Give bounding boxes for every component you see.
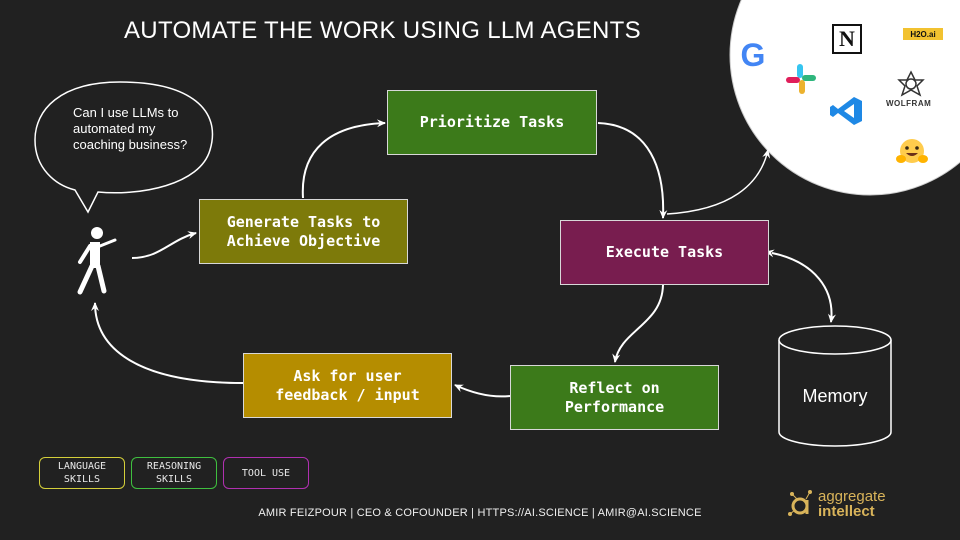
arrow-reflect-to-feedback xyxy=(454,384,511,398)
user-figure-icon xyxy=(77,227,117,295)
step-prioritize-tasks: Prioritize Tasks xyxy=(387,90,597,155)
memory-label: Memory xyxy=(802,386,868,406)
google-icon: G xyxy=(740,36,766,73)
legend-reasoning-skills: REASONING SKILLS xyxy=(131,457,217,489)
page-title: AUTOMATE THE WORK USING LLM AGENTS xyxy=(124,17,641,44)
arrow-prioritize-to-execute xyxy=(597,122,668,219)
slack-icon xyxy=(786,64,816,94)
arrow-execute-to-reflect xyxy=(612,284,664,363)
hugging-face-icon xyxy=(896,139,928,163)
legend-language-skills: LANGUAGE SKILLS xyxy=(39,457,125,489)
brand-name-line2: intellect xyxy=(818,503,875,520)
h2o-ai-icon: H2O.ai xyxy=(903,28,943,40)
step-generate-tasks: Generate Tasks to Achieve Objective xyxy=(199,199,408,264)
arrow-generate-to-prioritize xyxy=(301,119,386,199)
vscode-icon xyxy=(830,97,862,125)
arrow-execute-memory xyxy=(765,249,836,323)
aggregate-intellect-logo-icon xyxy=(788,490,812,516)
arrow-feedback-to-user xyxy=(91,302,244,384)
brand-name-line1: aggregate xyxy=(818,488,886,505)
footer-credits: AMIR FEIZPOUR | CEO & COFOUNDER | HTTPS:… xyxy=(258,507,702,519)
step-ask-feedback: Ask for user feedback / input xyxy=(243,353,452,418)
memory-cylinder xyxy=(778,325,892,447)
legend-tool-use: TOOL USE xyxy=(223,457,309,489)
step-reflect-performance: Reflect on Performance xyxy=(510,365,719,430)
step-execute-tasks: Execute Tasks xyxy=(560,220,769,285)
wolfram-icon xyxy=(897,70,925,97)
arrow-user-to-generate xyxy=(131,231,197,259)
wolfram-label: WOLFRAM xyxy=(886,99,932,108)
speech-bubble-shape xyxy=(34,81,214,214)
arrow-execute-to-tools xyxy=(666,149,771,215)
speech-bubble-text: Can I use LLMs to automated my coaching … xyxy=(73,105,188,152)
notion-icon: N xyxy=(832,24,862,54)
